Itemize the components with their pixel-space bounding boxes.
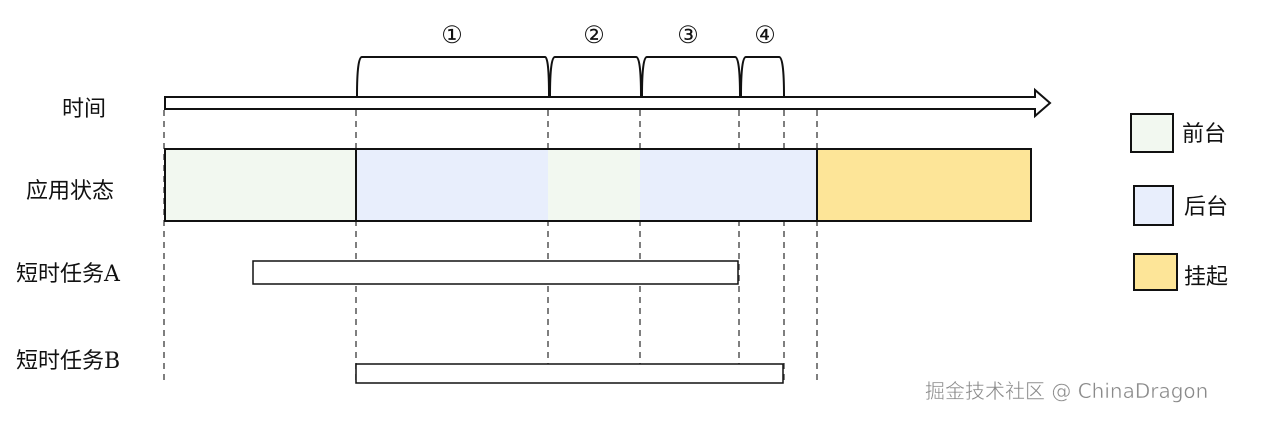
app-state-bar [164,148,1032,222]
legend-label-background: 后台 [1184,195,1228,220]
watermark: 掘金技术社区 @ ChinaDragon [925,379,1208,403]
time-arrow [164,87,1052,119]
legend-swatch-foreground [1130,113,1174,153]
phase-brackets [356,56,785,97]
phase-label-3: ③ [677,21,699,49]
legend-swatch-background [1133,185,1174,226]
phase-label-2: ② [583,21,605,49]
legend-label-suspended: 挂起 [1184,265,1228,290]
legend-swatch-suspended [1133,253,1178,291]
label-time: 时间 [62,97,106,122]
state-foreground [548,149,640,221]
state-background [640,149,817,221]
state-background [356,149,548,221]
legend-label-foreground: 前台 [1182,122,1226,147]
phase-label-4: ④ [754,21,776,49]
phase-label-1: ① [441,21,463,49]
legend: 前台 后台 挂起 [1130,113,1228,291]
state-foreground [165,149,356,221]
label-task-a: 短时任务A [16,262,121,287]
state-suspended [817,149,1031,221]
label-task-b: 短时任务B [16,349,120,374]
task-a-bar [252,260,739,285]
label-app-state: 应用状态 [26,179,114,204]
task-b-bar [355,363,784,384]
